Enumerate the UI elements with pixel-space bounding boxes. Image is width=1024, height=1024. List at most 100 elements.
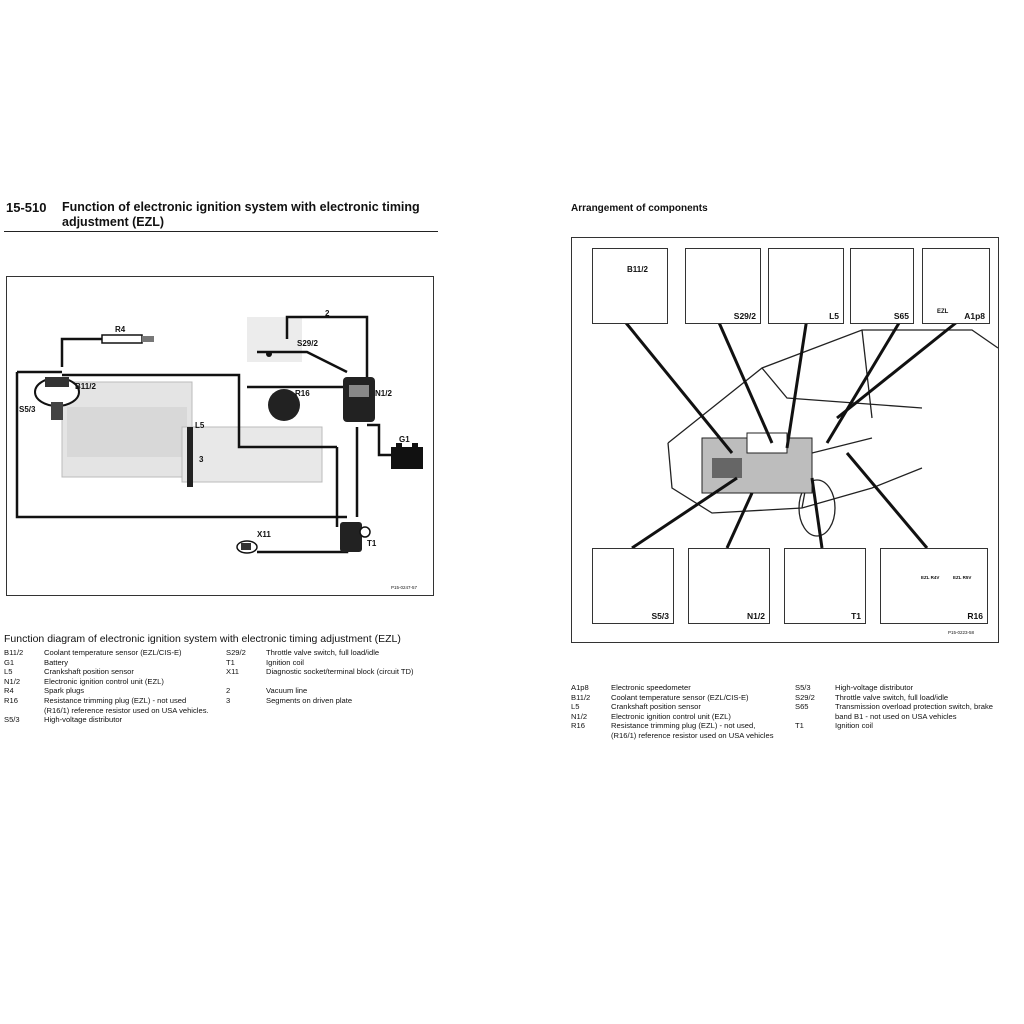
legend-desc: Transmission overload protection switch,…	[835, 702, 993, 712]
legend-code: R4	[4, 686, 14, 696]
legend-code	[571, 731, 611, 741]
legend-desc: Diagnostic socket/terminal block (circui…	[266, 667, 414, 677]
legend-row: L5 Crankshaft position sensor	[4, 667, 228, 677]
legend-row: 3 Segments on driven plate	[226, 696, 438, 706]
legend-code: L5	[571, 702, 580, 712]
legend-desc: Ignition coil	[266, 657, 304, 667]
legend-code: 3	[226, 695, 231, 705]
legend-desc	[266, 677, 438, 687]
legend-code: L5	[4, 667, 13, 677]
legend-desc: Vacuum line	[266, 686, 308, 696]
legend-code	[4, 706, 44, 716]
panel-s65: S65	[850, 248, 914, 324]
legend-row: B11/2 Coolant temperature sensor (EZL/CIS…	[571, 693, 793, 703]
panel-s5-3: S5/3	[592, 548, 674, 624]
legend-desc: (R16/1) reference resistor used on USA v…	[44, 705, 209, 715]
legend-desc: High-voltage distributor	[835, 683, 914, 692]
arrangement-diagram: B11/2 S29/2 L5 S65 EZL A1p8 S5/3 N1/2 T1…	[571, 237, 999, 643]
panel-b11-2: B11/2	[592, 248, 668, 324]
section-number: 15-510	[6, 200, 47, 215]
distributor-shape	[34, 377, 80, 420]
legend-desc: Crankshaft position sensor	[611, 702, 701, 712]
legend-desc: Spark plugs	[44, 686, 85, 696]
legend-desc: (R16/1) reference resistor used on USA v…	[611, 730, 774, 740]
legend-desc: Throttle valve switch, full load/idle	[266, 648, 380, 657]
label-2: 2	[325, 309, 330, 318]
legend-row: T1 Ignition coil	[795, 721, 1005, 731]
legend-row: N1/2 Electronic ignition control unit (EZ…	[4, 677, 228, 687]
label-t1: T1	[367, 539, 377, 548]
legend-code: N1/2	[4, 676, 21, 686]
legend-code: R16	[571, 721, 585, 731]
panel-n1-2: N1/2	[688, 548, 770, 624]
legend-code	[795, 712, 835, 722]
control-unit-shape	[343, 377, 375, 422]
legend-row: L5 Crankshaft position sensor	[571, 702, 793, 712]
function-diagram-drawing	[15, 315, 423, 554]
legend-row: S65 Transmission overload protection swit…	[795, 702, 1005, 712]
legend-desc: Coolant temperature sensor (EZL/CIS-E)	[611, 692, 749, 702]
legend-code: S5/3	[4, 715, 20, 725]
title-rule	[4, 231, 438, 232]
throttle-switch-shape	[266, 351, 272, 357]
legend-desc: Electronic ignition control unit (EZL)	[44, 676, 164, 686]
legend-desc: Resistance trimming plug (EZL) - not use…	[611, 721, 756, 731]
legend-code: B11/2	[571, 692, 591, 702]
panel-label: B11/2	[627, 265, 648, 274]
panel-s29-2: S29/2	[685, 248, 761, 324]
spark-plug-shape	[101, 334, 154, 344]
legend-row: X11 Diagnostic socket/terminal block (cir…	[226, 667, 438, 677]
legend-desc: Ignition coil	[835, 721, 873, 731]
panel-label: S29/2	[733, 311, 756, 321]
r16-plug-shape	[268, 389, 300, 421]
legend-row: T1 Ignition coil	[226, 658, 438, 668]
legend-desc: Crankshaft position sensor	[44, 667, 134, 677]
legend-row	[226, 677, 438, 687]
legend-row: S29/2 Throttle valve switch, full load/id…	[226, 648, 438, 658]
battery-shape	[391, 443, 423, 469]
panel-r16: EZL R4V EZL R5V R16	[880, 548, 988, 624]
label-r16: R16	[295, 389, 310, 398]
legend-row: 2 Vacuum line	[226, 686, 438, 696]
panel-t1: T1	[784, 548, 866, 624]
panel-label: L5	[829, 311, 839, 321]
diagnostic-socket-shape	[236, 540, 258, 554]
legend-desc: Segments on driven plate	[266, 695, 353, 705]
legend-code: 2	[226, 686, 231, 696]
legend-row: R16 Resistance trimming plug (EZL) - not …	[571, 721, 793, 731]
crankshaft-sensor-shape	[187, 427, 193, 487]
page-title-line2: adjustment (EZL)	[62, 215, 165, 229]
legend-code: T1	[795, 721, 804, 731]
legend-code: S29/2	[226, 648, 246, 657]
gauge-tag-1: EZL R4V	[921, 575, 940, 580]
panel-label: R16	[967, 611, 983, 621]
page-title: Function of electronic ignition system w…	[62, 200, 442, 230]
label-3: 3	[199, 455, 204, 464]
arrangement-drawing	[620, 316, 998, 550]
legend-code: X11	[226, 667, 239, 677]
label-s5-3: S5/3	[19, 405, 36, 414]
engine-shape	[701, 432, 813, 494]
legend-desc: Resistance trimming plug (EZL) - not use…	[44, 695, 187, 705]
legend-code: T1	[226, 657, 235, 667]
legend-code: S29/2	[795, 692, 815, 702]
legend-desc: Electronic ignition control unit (EZL)	[611, 711, 731, 721]
legend-desc: Battery	[44, 657, 69, 667]
label-b11-2: B11/2	[75, 382, 96, 391]
panel-label: N1/2	[747, 611, 765, 621]
legend-code	[226, 677, 266, 687]
function-diagram: R4 2 S29/2 B11/2 S5/3 R16 N1/2 L5 3 G1 X…	[6, 276, 434, 596]
legend-code: S65	[795, 702, 809, 712]
legend-row: band B1 - not used on USA vehicles	[795, 712, 1005, 722]
legend-code: B11/2	[4, 648, 24, 657]
label-x11: X11	[257, 530, 271, 539]
figure-reference: P15-0247-57	[391, 585, 418, 590]
